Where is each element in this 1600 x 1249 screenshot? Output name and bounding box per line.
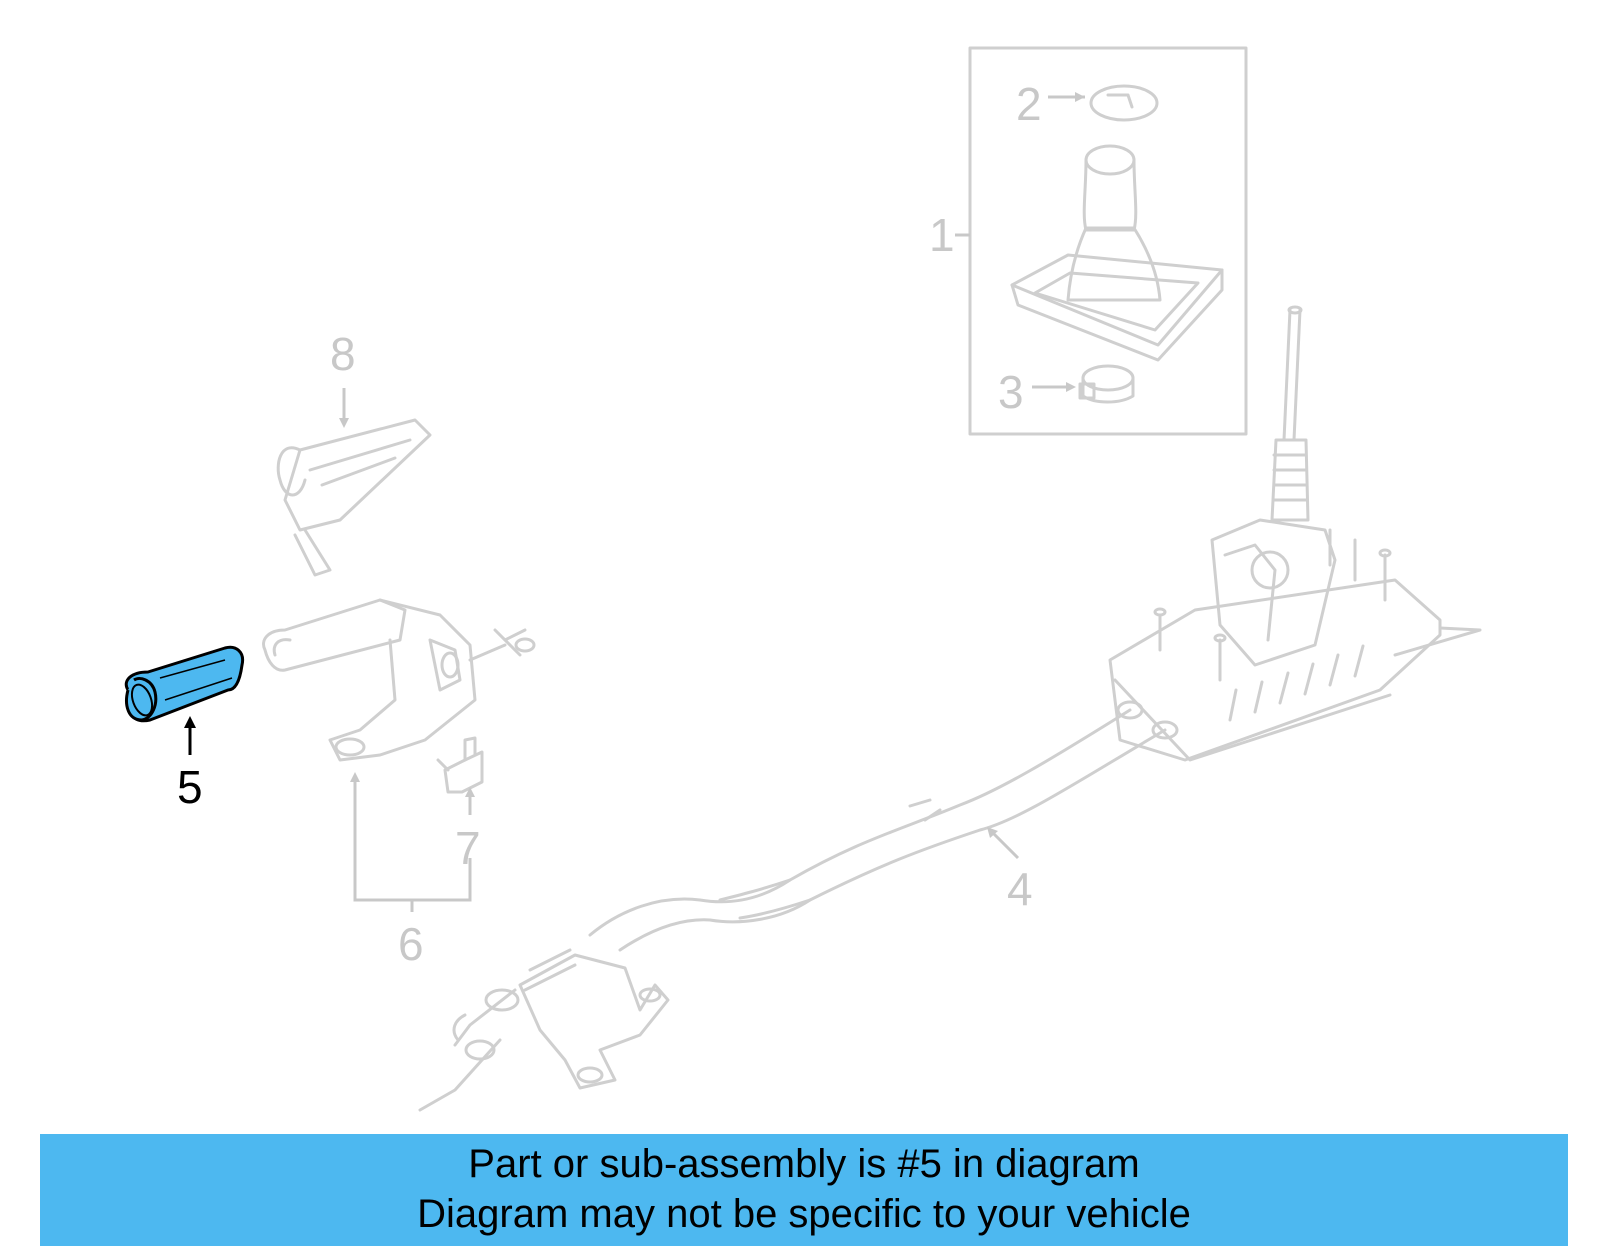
callout-7: 7 [455, 822, 481, 874]
part-7-switch[interactable] [436, 736, 484, 794]
callout-6: 6 [398, 918, 424, 970]
callout-3: 3 [998, 366, 1024, 418]
part-2-emblem[interactable] [1089, 84, 1159, 122]
callout-4: 4 [1007, 863, 1033, 915]
caption-line-disclaimer: Diagram may not be specific to your vehi… [417, 1192, 1191, 1236]
callout-8: 8 [330, 328, 356, 380]
part-1-shift-boot-group[interactable] [968, 46, 1248, 436]
caption-banner: Part or sub-assembly is #5 in diagram Di… [40, 1134, 1568, 1246]
callout-1: 1 [929, 209, 955, 261]
callout-2: 2 [1016, 78, 1042, 130]
part-8-lever-cover[interactable] [276, 418, 432, 577]
part-6-parking-brake-lever[interactable] [262, 598, 536, 762]
part-4-shifter-assembly[interactable] [418, 305, 1482, 1112]
caption-line-part-number: Part or sub-assembly is #5 in diagram [468, 1142, 1140, 1186]
part-5-handle-grip[interactable] [124, 645, 245, 723]
callout-5: 5 [177, 761, 203, 813]
part-3-clip[interactable] [1078, 364, 1135, 404]
